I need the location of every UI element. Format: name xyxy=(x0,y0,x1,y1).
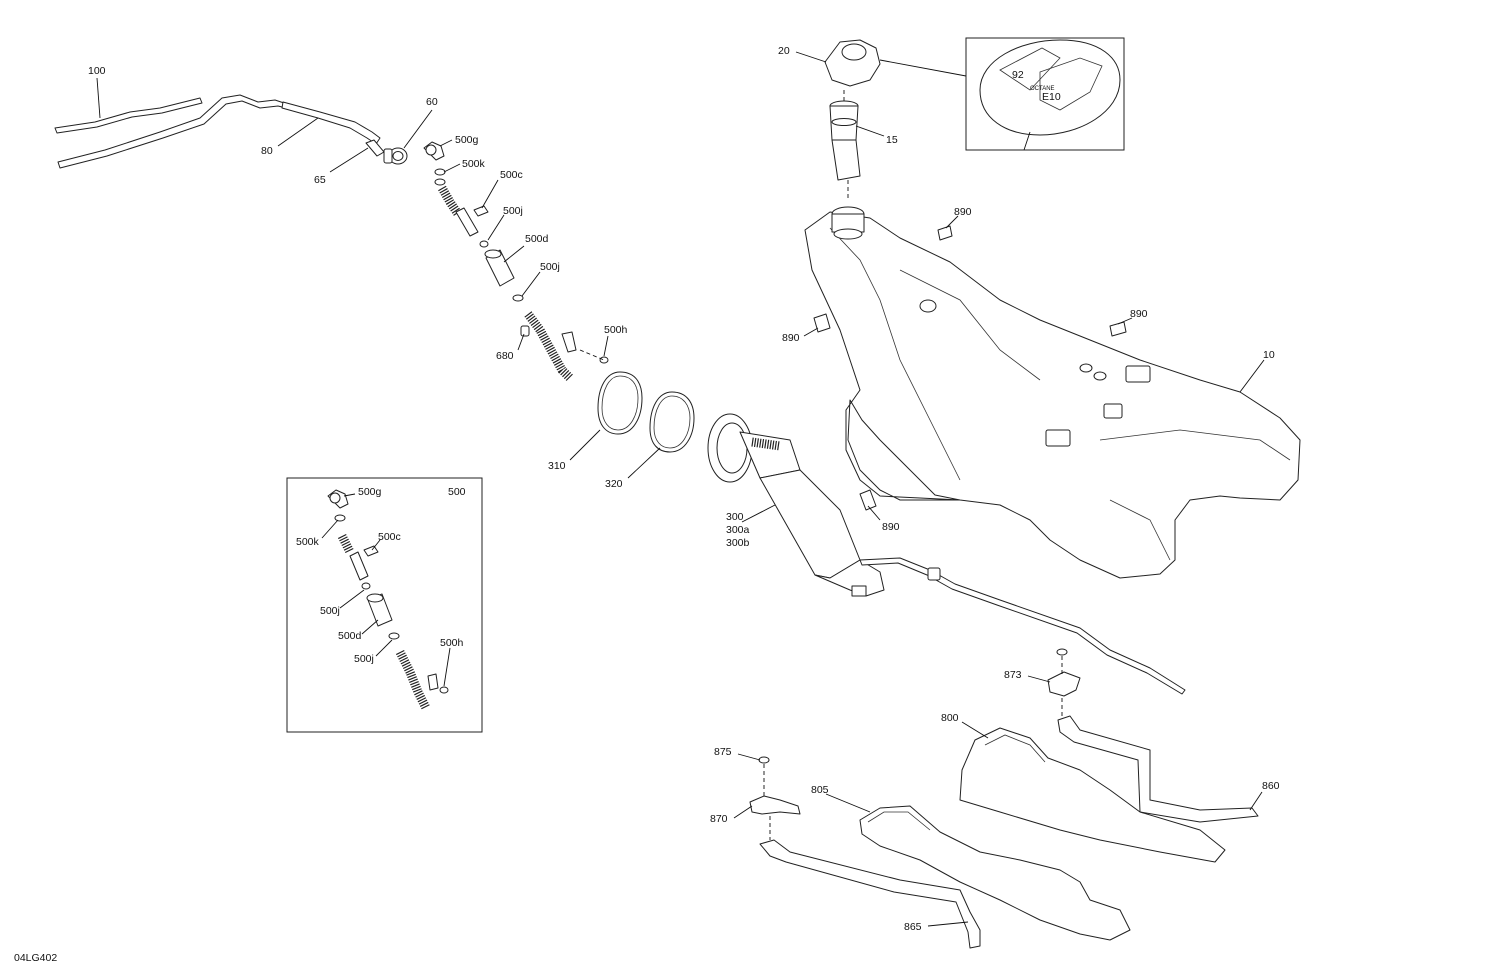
cap-mark-92: 92 xyxy=(1012,69,1024,81)
fuel-line-assembly-500 xyxy=(423,141,609,382)
fuel-line-detail-inset xyxy=(286,477,483,733)
callout-320: 320 xyxy=(605,478,623,490)
seal-320 xyxy=(649,391,695,453)
callout-865: 865 xyxy=(904,921,922,933)
callout-800: 800 xyxy=(941,712,959,724)
diagram-code: 04LG402 xyxy=(14,952,57,964)
inset-callout-500g: 500g xyxy=(358,486,382,498)
callout-300a: 300a xyxy=(726,524,750,536)
vent-hose-80 xyxy=(281,101,381,145)
inset-callout-500k: 500k xyxy=(296,536,320,548)
callout-300: 300 xyxy=(726,511,744,523)
heat-shield-805 xyxy=(859,805,1131,941)
callout-870: 870 xyxy=(710,813,728,825)
callout-500c: 500c xyxy=(500,169,523,181)
callout-500h: 500h xyxy=(604,324,628,336)
callout-20: 20 xyxy=(778,45,790,57)
callout-500k: 500k xyxy=(462,158,486,170)
cap-mark-octane: OCTANE xyxy=(1030,86,1055,92)
heat-shield-800 xyxy=(959,727,1226,863)
filler-neck-15 xyxy=(829,100,861,181)
inset-callout-500j-lower: 500j xyxy=(354,653,374,665)
callout-500j-lower: 500j xyxy=(540,261,560,273)
callout-860: 860 xyxy=(1262,780,1280,792)
callout-100: 100 xyxy=(88,65,106,77)
connector-60 xyxy=(383,147,408,165)
callout-890-left: 890 xyxy=(782,332,800,344)
strap-860 xyxy=(1057,715,1259,823)
strap-865 xyxy=(759,839,981,949)
callout-890-right: 890 xyxy=(1130,308,1148,320)
inset-title-500: 500 xyxy=(448,486,466,498)
screw-875 xyxy=(758,756,770,796)
callout-680: 680 xyxy=(496,350,514,362)
fuel-tank-10 xyxy=(804,206,1301,579)
callout-300b: 300b xyxy=(726,537,750,549)
callout-65: 65 xyxy=(314,174,326,186)
cap-mark-e10: E10 xyxy=(1042,91,1061,103)
callout-875: 875 xyxy=(714,746,732,758)
callout-labels: 100 80 65 60 500g 500k 500c 500j 500d 50… xyxy=(88,45,1280,933)
inset-callout-500j-upper: 500j xyxy=(320,605,340,617)
callout-500g: 500g xyxy=(455,134,479,146)
inset-callout-500c: 500c xyxy=(378,531,401,543)
callout-310: 310 xyxy=(548,460,566,472)
callout-500j-upper: 500j xyxy=(503,205,523,217)
ring-310 xyxy=(597,371,643,435)
leader-lines xyxy=(96,51,1265,927)
fuel-cap-20 xyxy=(824,39,881,87)
callout-890-bottom: 890 xyxy=(882,521,900,533)
clamp-873 xyxy=(1047,648,1081,720)
inset-callout-500d: 500d xyxy=(338,630,362,642)
callout-80: 80 xyxy=(261,145,273,157)
fitting-65 xyxy=(365,139,385,157)
clamp-870 xyxy=(749,795,801,840)
callout-500d: 500d xyxy=(525,233,549,245)
callout-805: 805 xyxy=(811,784,829,796)
callout-10: 10 xyxy=(1263,349,1275,361)
cap-detail-inset: 92 OCTANE E10 xyxy=(879,37,1125,151)
inset-callout-500h: 500h xyxy=(440,637,464,649)
fuel-pump-300 xyxy=(707,413,1186,695)
callout-60: 60 xyxy=(426,96,438,108)
callout-890-top: 890 xyxy=(954,206,972,218)
callout-15: 15 xyxy=(886,134,898,146)
pad-890 xyxy=(813,225,1127,511)
callout-873: 873 xyxy=(1004,669,1022,681)
vent-tube-100 xyxy=(54,94,295,169)
